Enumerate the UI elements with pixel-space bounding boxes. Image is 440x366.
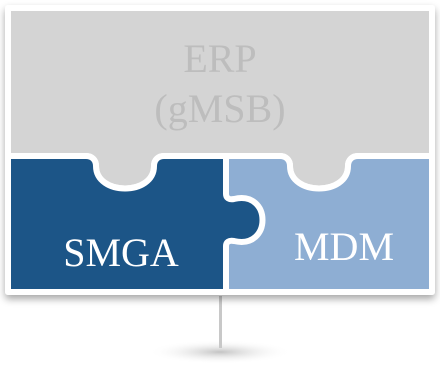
stand (148, 296, 292, 364)
smga-piece (5, 153, 266, 295)
smga-label: SMGA (63, 230, 179, 275)
stand-pole (219, 296, 222, 348)
erp-sublabel: (gMSB) (154, 86, 285, 131)
mdm-label: MDM (294, 224, 394, 269)
mdm-piece (223, 153, 435, 295)
stand-reflection (148, 340, 292, 364)
erp-label: ERP (183, 36, 256, 81)
